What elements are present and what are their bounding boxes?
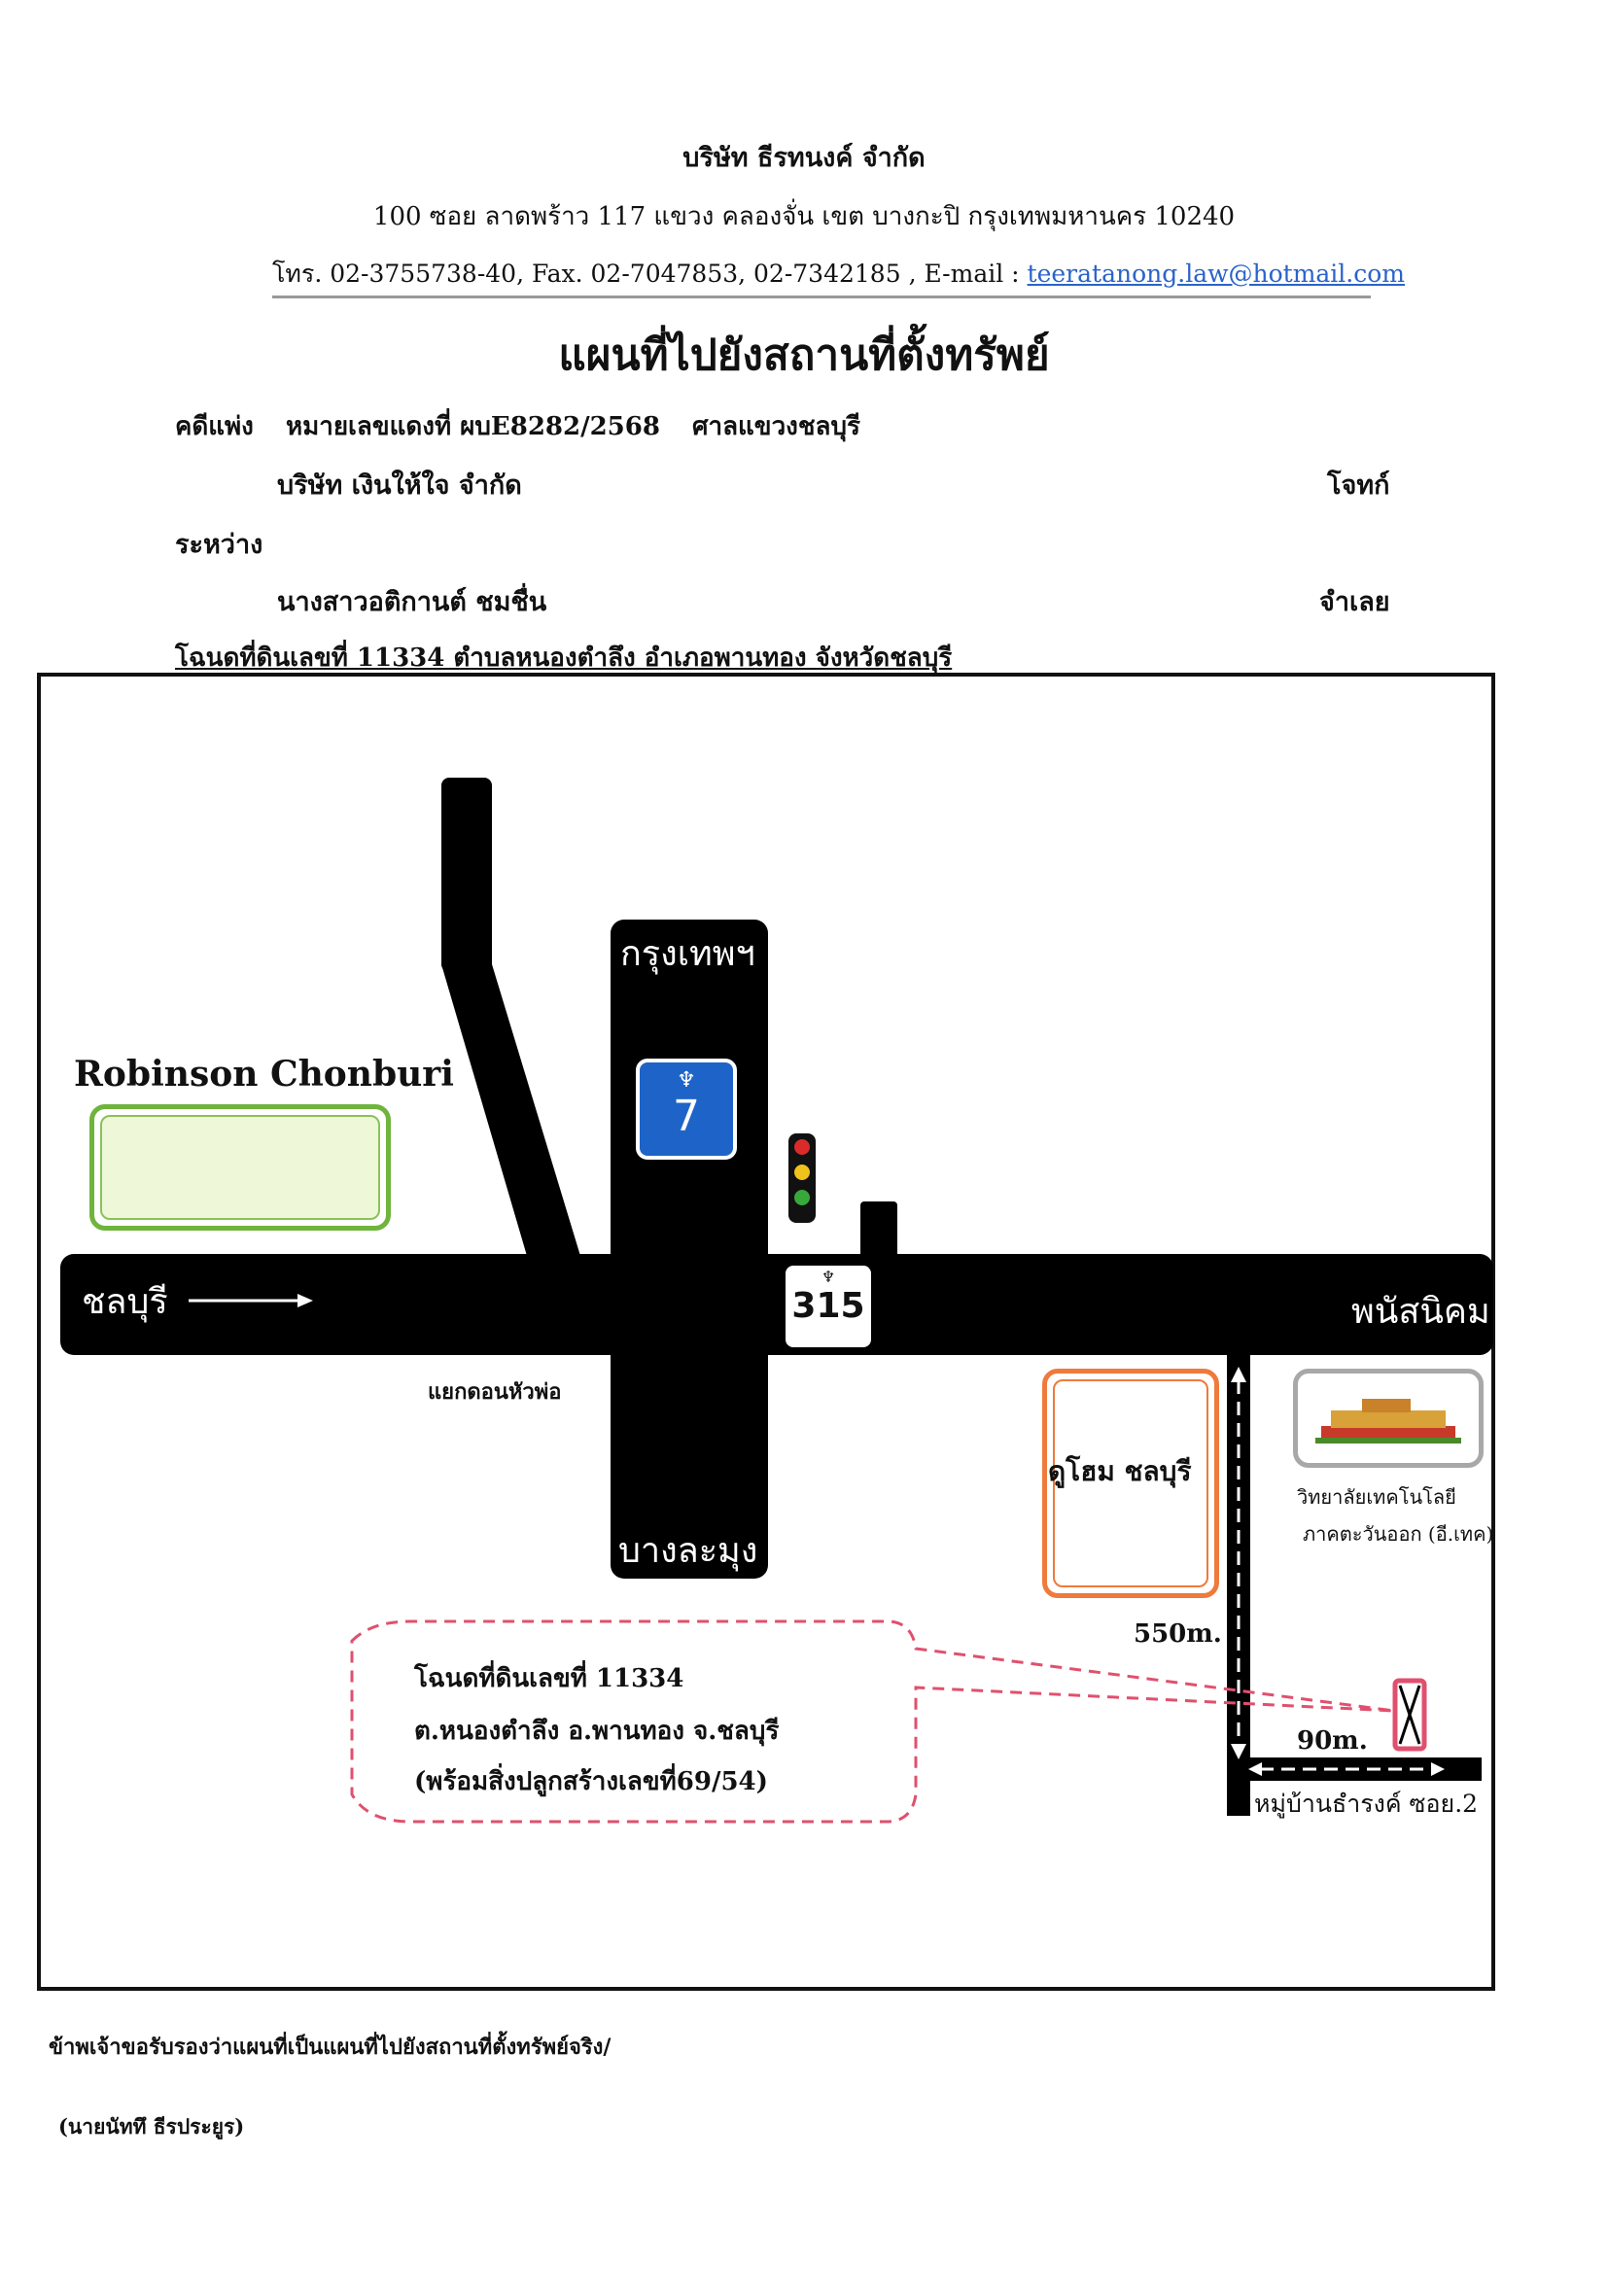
- highway-7-road: [611, 920, 768, 1579]
- case-info: คดีแพ่ง หมายเลขแดงที่ ผบE8282/2568 ศาลแข…: [175, 406, 884, 446]
- certification-statement: ข้าพเจ้าขอรับรองว่าแผนที่เป็นแผนที่ไปยัง…: [49, 2035, 612, 2060]
- diagonal-road: [441, 778, 580, 1256]
- college-label-1: วิทยาลัยเทคโนโลยี: [1297, 1485, 1456, 1509]
- road-label-right: พนัสนิคม: [1351, 1292, 1490, 1332]
- plaintiff-role: โจทก์: [1327, 470, 1390, 501]
- highway-315-sign: ♆ 315: [782, 1262, 875, 1351]
- road-label-left: ชลบุรี: [82, 1282, 168, 1322]
- distance-90-label: 90m.: [1297, 1726, 1368, 1756]
- village-label: หมู่บ้านธำรงค์ ซอย.2: [1254, 1790, 1479, 1818]
- distance-550-arrow: [1231, 1367, 1246, 1759]
- highway-7-number: 7: [673, 1092, 700, 1141]
- defendant-name: นางสาวอติกานต์ ชมชื่น: [277, 587, 547, 617]
- court-name: ศาลแขวงชลบุรี: [692, 412, 860, 441]
- road-label-top: กรุงเทพฯ: [620, 934, 755, 974]
- callout-bubble: [350, 1619, 1395, 1824]
- distance-90-arrow: [1248, 1762, 1445, 1776]
- direction-arrow-icon: [189, 1294, 313, 1307]
- garuda-icon-small: ♆: [821, 1268, 836, 1286]
- robinson-building: [89, 1104, 391, 1231]
- callout-line-3: (พร้อมสิ่งปลูกสร้างเลขที่69/54): [414, 1767, 768, 1796]
- traffic-light-icon: [788, 1133, 816, 1223]
- dohome-building: [1042, 1369, 1219, 1598]
- robinson-label: Robinson Chonburi: [74, 1054, 454, 1095]
- contact-numbers: โทร. 02-3755738-40, Fax. 02-7047853, 02-…: [272, 260, 1028, 288]
- callout-line-2: ต.หนองตำลึง อ.พานทอง จ.ชลบุรี: [414, 1717, 780, 1746]
- page-title: แผนที่ไปยังสถานที่ตั้งทรัพย์: [558, 330, 1050, 380]
- intersection-label: แยกดอนหัวพ่อ: [428, 1379, 562, 1405]
- college-image: [1315, 1399, 1461, 1444]
- dohome-label: ดูโฮม ชลบุรี: [1048, 1455, 1192, 1487]
- case-number: หมายเลขแดงที่ ผบE8282/2568: [285, 412, 660, 441]
- college-building: [1293, 1369, 1484, 1468]
- case-type: คดีแพ่ง: [175, 412, 254, 441]
- plaintiff-name: บริษัท เงินให้ใจ จำกัด: [277, 470, 522, 501]
- between-label: ระหว่าง: [175, 530, 263, 560]
- defendant-role: จำเลย: [1319, 587, 1390, 617]
- company-name: บริษัท ธีรทนงค์ จำกัด: [682, 143, 926, 173]
- highway-315-number: 315: [791, 1286, 865, 1326]
- road-label-bottom: บางละมุง: [618, 1531, 758, 1571]
- highway-7-sign: ♆ 7: [636, 1059, 737, 1160]
- garuda-icon: ♆: [677, 1068, 696, 1093]
- map-frame: ชลบุรี พนัสนิคม กรุงเทพฯ บางละมุง ♆ 7 ♆ …: [37, 673, 1495, 1991]
- company-contact: โทร. 02-3755738-40, Fax. 02-7047853, 02-…: [272, 255, 1405, 298]
- callout-line-1: โฉนดที่ดินเลขที่ 11334: [414, 1664, 684, 1693]
- signer-name: (นายนัททึ ธีรประยูร): [58, 2114, 245, 2139]
- property-marker-icon: [1392, 1678, 1427, 1752]
- distance-550-label: 550m.: [1134, 1619, 1222, 1649]
- deed-description: โฉนดที่ดินเลขที่ 11334 ตำบลหนองตำลึง อำเ…: [175, 644, 953, 673]
- side-road-stub: [860, 1201, 897, 1264]
- email-link[interactable]: teeratanong.law@hotmail.com: [1027, 260, 1405, 288]
- company-address: 100 ซอย ลาดพร้าว 117 แขวง คลองจั่น เขต บ…: [372, 202, 1236, 231]
- college-label-2: ภาคตะวันออก (อี.เทค): [1303, 1522, 1494, 1546]
